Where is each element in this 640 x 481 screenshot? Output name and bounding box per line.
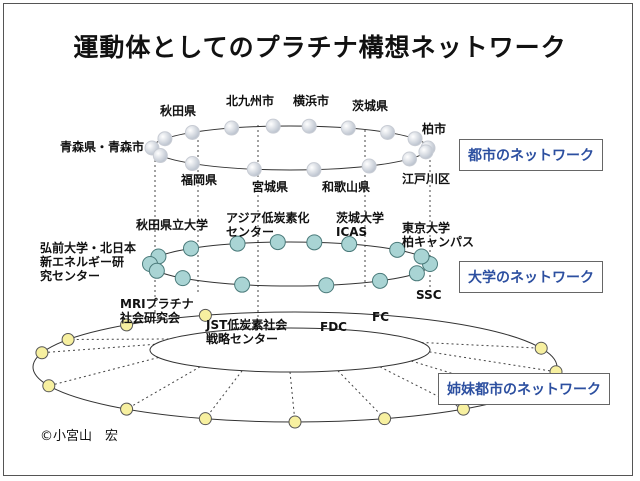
label-kashiwa: 柏市 bbox=[422, 122, 447, 136]
city-node bbox=[265, 118, 281, 134]
city-node bbox=[418, 144, 434, 160]
university-node bbox=[306, 234, 323, 251]
city-node bbox=[306, 162, 322, 178]
label-akita: 秋田県 bbox=[160, 104, 197, 118]
label-fdc: FDC bbox=[320, 320, 347, 334]
city-node bbox=[157, 131, 173, 147]
university-network-label: 大学のネットワーク bbox=[459, 261, 603, 293]
sister-node bbox=[198, 412, 212, 426]
dashed-connector bbox=[337, 370, 385, 420]
dashed-connector bbox=[68, 338, 169, 340]
dashed-connector bbox=[126, 366, 201, 410]
label-miyagi: 宮城県 bbox=[252, 180, 289, 194]
sister-node bbox=[534, 341, 548, 355]
label-ibaraki-univ: 茨城大学 ICAS bbox=[336, 211, 385, 239]
university-node bbox=[389, 241, 406, 258]
label-yokohama: 横浜市 bbox=[293, 94, 330, 108]
city-node bbox=[340, 120, 356, 136]
label-edogawa: 江戸川区 bbox=[402, 172, 451, 186]
label-jst: JST低炭素社会 戦略センター bbox=[206, 318, 288, 346]
frame bbox=[3, 3, 633, 476]
label-fukuoka: 福岡県 bbox=[181, 173, 218, 187]
label-tokyo-univ: 東京大学 柏キャンパス bbox=[402, 221, 475, 249]
sister-node bbox=[35, 346, 49, 360]
university-node bbox=[341, 236, 358, 253]
dashed-connector bbox=[41, 343, 155, 354]
university-node bbox=[234, 276, 251, 293]
label-fc: FC bbox=[372, 310, 390, 324]
city-node bbox=[301, 118, 317, 134]
university-node bbox=[174, 270, 191, 287]
city-node bbox=[246, 161, 262, 177]
city-node bbox=[152, 148, 168, 164]
sister-node bbox=[198, 308, 212, 322]
label-akita-univ: 秋田県立大学 bbox=[136, 218, 209, 232]
dashed-connector bbox=[289, 371, 296, 423]
dashed-connector bbox=[48, 357, 159, 387]
city-node bbox=[402, 151, 418, 167]
sister-node bbox=[378, 412, 392, 426]
label-ibaraki: 茨城県 bbox=[352, 99, 389, 113]
label-hirosaki-univ: 弘前大学・北日本 新エネルギー研 究センター bbox=[40, 241, 137, 283]
page-title: 運動体としてのプラチナ構想ネットワーク bbox=[73, 33, 567, 62]
sister-inner-ring bbox=[149, 327, 431, 373]
sister-node bbox=[288, 415, 302, 429]
city-network-label: 都市のネットワーク bbox=[459, 139, 603, 171]
sister-node bbox=[42, 379, 56, 393]
university-node bbox=[229, 235, 246, 252]
university-node bbox=[269, 234, 286, 251]
dashed-connector bbox=[379, 366, 464, 410]
label-mri: MRIプラチナ 社会研究会 bbox=[120, 297, 194, 325]
university-node bbox=[413, 248, 430, 265]
city-node bbox=[407, 131, 423, 147]
sister-node bbox=[120, 318, 134, 332]
sister-node bbox=[61, 333, 75, 346]
city-node bbox=[184, 124, 200, 140]
label-ssc: SSC bbox=[416, 288, 442, 302]
city-node bbox=[184, 156, 200, 172]
label-wakayama: 和歌山県 bbox=[322, 180, 371, 194]
dashed-connector bbox=[421, 341, 542, 349]
university-node bbox=[183, 240, 200, 257]
city-node bbox=[224, 120, 240, 136]
copyright: ©小宮山 宏 bbox=[40, 429, 119, 444]
label-kitakyushu: 北九州市 bbox=[226, 94, 275, 108]
label-asia-center: アジア低炭素化 センター bbox=[226, 211, 310, 239]
university-node bbox=[318, 277, 335, 294]
city-node bbox=[380, 124, 396, 140]
sister-network-label: 姉妹都市のネットワーク bbox=[438, 373, 610, 405]
university-node bbox=[371, 272, 388, 289]
dashed-connector bbox=[204, 370, 243, 419]
university-node bbox=[408, 265, 425, 282]
label-aomori: 青森県・青森市 bbox=[60, 140, 145, 154]
university-node bbox=[148, 262, 165, 279]
dashed-connector bbox=[429, 351, 557, 373]
sister-node bbox=[120, 402, 134, 416]
city-node bbox=[361, 158, 377, 174]
